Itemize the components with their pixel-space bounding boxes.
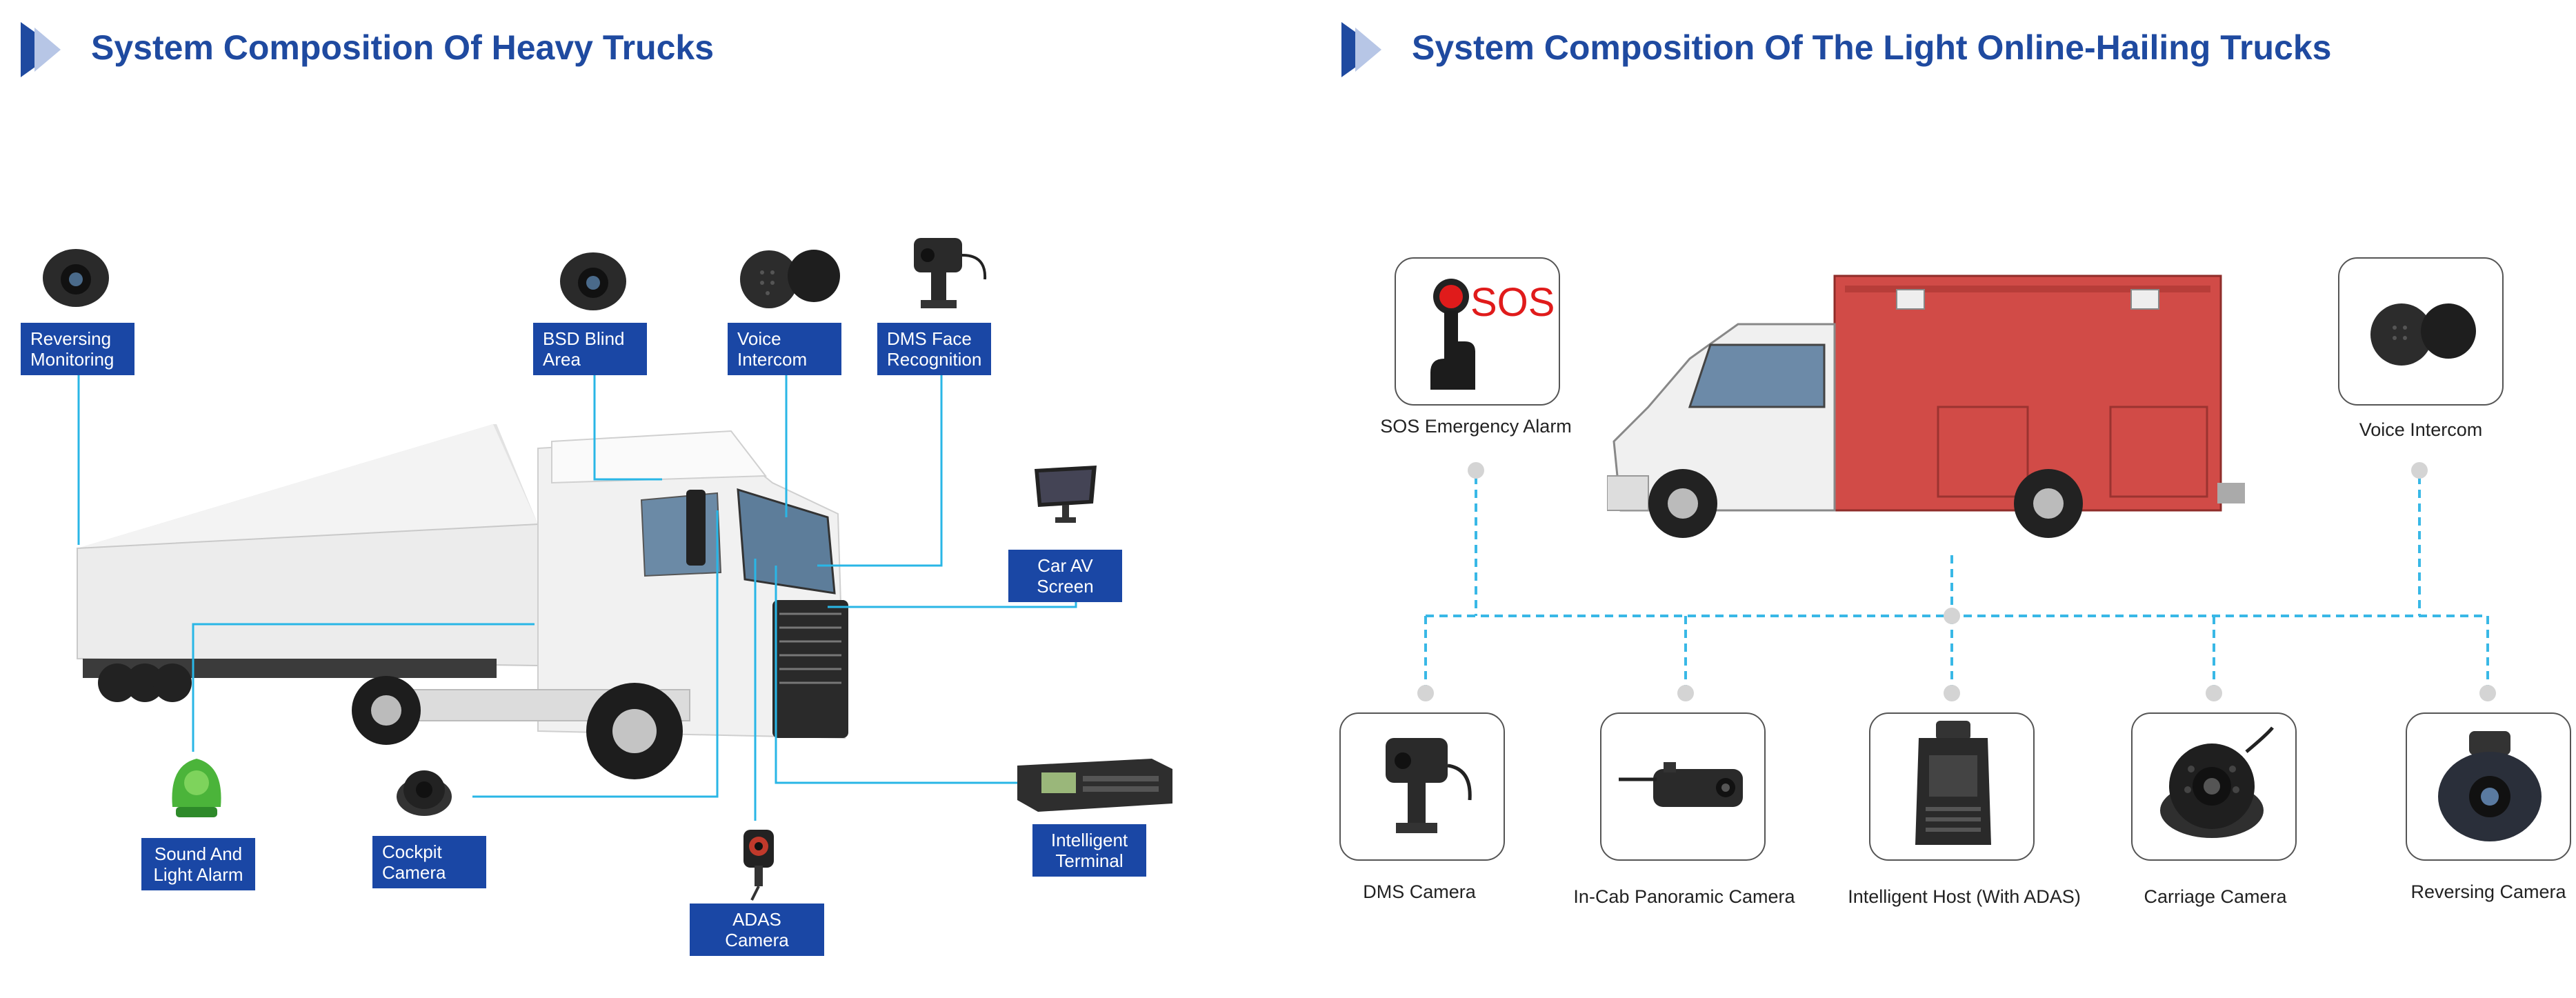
terminal-icon (1017, 759, 1172, 812)
panoramic-camera-card (1600, 712, 1766, 861)
carriage-camera-card (2131, 712, 2297, 861)
adas-camera-icon (743, 830, 774, 901)
heavy-truck-diagram (77, 372, 1077, 821)
caption-reversing-camera: Reversing Camera (2410, 881, 2566, 902)
dms-camera-icon (914, 238, 987, 308)
speaker-icon (740, 250, 840, 308)
truck-wheels (98, 663, 683, 779)
title-chevron-icon (21, 22, 61, 77)
dome-camera-icon (2160, 726, 2274, 838)
voice-intercom-card (2338, 257, 2504, 406)
truck-trailer (77, 424, 539, 678)
truck-cab (413, 430, 848, 739)
left-panel-title: System Composition Of Heavy Trucks (91, 28, 715, 67)
monitor-icon (1035, 466, 1097, 523)
caption-sos-emergency-alarm: SOS Emergency Alarm (1380, 416, 1572, 437)
intelligent-host-card (1869, 712, 2035, 861)
speaker-icon (2370, 303, 2476, 366)
caption-dms-camera: DMS Camera (1363, 881, 1476, 902)
sos-alarm-card: SOS (1395, 257, 1560, 406)
dms-camera-card (1339, 712, 1505, 861)
caption-carriage-camera: Carriage Camera (2144, 886, 2287, 907)
caption-voice-intercom: Voice Intercom (2359, 419, 2483, 440)
reversing-camera-icon (2438, 731, 2542, 841)
panoramic-camera-icon (1619, 762, 1743, 807)
leader-lines (77, 372, 1077, 821)
sos-text: SOS (1470, 280, 1555, 325)
sos-button-icon (1430, 279, 1475, 390)
dashcam-icon (1915, 721, 1991, 845)
dms-camera-icon (1386, 738, 1472, 833)
reversing-camera-card (2406, 712, 2571, 861)
alarm-icon (172, 759, 221, 817)
reversing-camera-icon (43, 249, 109, 307)
light-truck-illustration (1607, 275, 2245, 538)
dome-camera-icon (397, 770, 452, 816)
bsd-camera-icon (560, 252, 626, 310)
caption-intelligent-host: Intelligent Host (With ADAS) (1848, 886, 2081, 907)
tag-adas-camera: ADAS Camera (690, 904, 824, 956)
right-panel-title: System Composition Of The Light Online-H… (1412, 28, 2332, 67)
title-chevron-icon (1341, 22, 1381, 77)
caption-in-cab-panoramic-camera: In-Cab Panoramic Camera (1573, 886, 1795, 907)
